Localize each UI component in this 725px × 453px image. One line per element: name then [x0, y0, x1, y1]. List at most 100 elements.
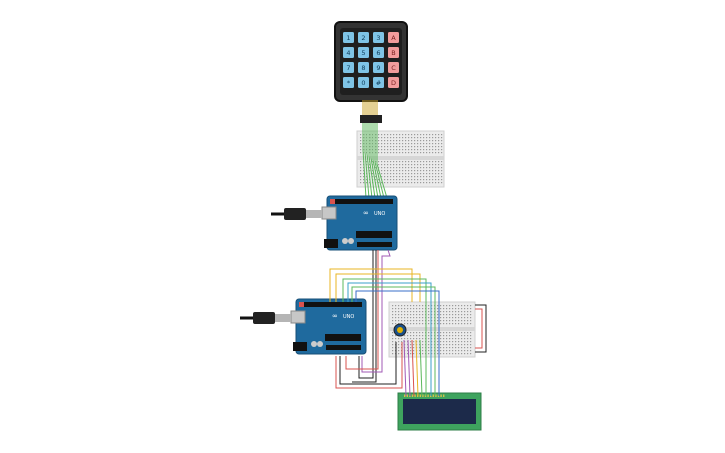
breadboard-hole[interactable]: [429, 182, 431, 184]
breadboard-hole[interactable]: [402, 134, 404, 136]
breadboard-hole[interactable]: [360, 176, 362, 178]
breadboard-hole[interactable]: [384, 146, 386, 148]
breadboard-hole[interactable]: [470, 353, 472, 355]
breadboard-hole[interactable]: [411, 134, 413, 136]
breadboard-hole[interactable]: [435, 137, 437, 139]
breadboard-hole[interactable]: [419, 314, 421, 316]
breadboard-hole[interactable]: [452, 350, 454, 352]
breadboard-hole[interactable]: [369, 182, 371, 184]
keypad-key[interactable]: [373, 77, 384, 88]
breadboard-hole[interactable]: [426, 134, 428, 136]
breadboard-hole[interactable]: [396, 134, 398, 136]
breadboard-hole[interactable]: [398, 320, 400, 322]
breadboard-hole[interactable]: [399, 179, 401, 181]
breadboard-hole[interactable]: [410, 350, 412, 352]
breadboard-hole[interactable]: [398, 314, 400, 316]
breadboard-hole[interactable]: [360, 182, 362, 184]
breadboard-hole[interactable]: [440, 335, 442, 337]
breadboard-hole[interactable]: [435, 173, 437, 175]
breadboard-hole[interactable]: [419, 338, 421, 340]
breadboard-hole[interactable]: [470, 338, 472, 340]
breadboard-hole[interactable]: [464, 341, 466, 343]
breadboard-hole[interactable]: [446, 314, 448, 316]
breadboard-hole[interactable]: [408, 140, 410, 142]
keypad-key[interactable]: [373, 47, 384, 58]
breadboard-hole[interactable]: [443, 323, 445, 325]
breadboard-hole[interactable]: [410, 305, 412, 307]
breadboard-hole[interactable]: [426, 179, 428, 181]
breadboard-hole[interactable]: [411, 149, 413, 151]
breadboard-hole[interactable]: [378, 134, 380, 136]
arduino-uno-bottom[interactable]: ∞ UNO: [290, 298, 367, 355]
breadboard-hole[interactable]: [366, 179, 368, 181]
breadboard-hole[interactable]: [461, 314, 463, 316]
breadboard-hole[interactable]: [449, 323, 451, 325]
breadboard-hole[interactable]: [402, 143, 404, 145]
breadboard-hole[interactable]: [413, 347, 415, 349]
breadboard-hole[interactable]: [449, 344, 451, 346]
breadboard-hole[interactable]: [422, 314, 424, 316]
breadboard-hole[interactable]: [392, 323, 394, 325]
breadboard-hole[interactable]: [467, 317, 469, 319]
keypad-key[interactable]: [388, 32, 399, 43]
breadboard-hole[interactable]: [419, 317, 421, 319]
breadboard-hole[interactable]: [432, 161, 434, 163]
breadboard-hole[interactable]: [441, 164, 443, 166]
breadboard-hole[interactable]: [416, 317, 418, 319]
breadboard-hole[interactable]: [438, 173, 440, 175]
breadboard-hole[interactable]: [407, 317, 409, 319]
breadboard-hole[interactable]: [443, 311, 445, 313]
breadboard-hole[interactable]: [443, 347, 445, 349]
breadboard-hole[interactable]: [413, 308, 415, 310]
breadboard-hole[interactable]: [422, 308, 424, 310]
keypad-key[interactable]: [373, 32, 384, 43]
breadboard-hole[interactable]: [455, 305, 457, 307]
breadboard-hole[interactable]: [431, 353, 433, 355]
breadboard-hole[interactable]: [399, 167, 401, 169]
breadboard-hole[interactable]: [464, 311, 466, 313]
breadboard-hole[interactable]: [431, 347, 433, 349]
breadboard-hole[interactable]: [414, 179, 416, 181]
breadboard-hole[interactable]: [441, 161, 443, 163]
breadboard-hole[interactable]: [470, 320, 472, 322]
breadboard-hole[interactable]: [392, 314, 394, 316]
breadboard-hole[interactable]: [375, 161, 377, 163]
breadboard-hole[interactable]: [396, 152, 398, 154]
breadboard-hole[interactable]: [441, 182, 443, 184]
breadboard-hole[interactable]: [461, 323, 463, 325]
lcd-pin[interactable]: [414, 394, 416, 398]
breadboard-hole[interactable]: [378, 182, 380, 184]
breadboard-hole[interactable]: [408, 170, 410, 172]
breadboard-hole[interactable]: [413, 338, 415, 340]
breadboard-hole[interactable]: [390, 137, 392, 139]
breadboard-hole[interactable]: [390, 161, 392, 163]
breadboard-hole[interactable]: [392, 335, 394, 337]
breadboard-hole[interactable]: [437, 335, 439, 337]
breadboard-hole[interactable]: [458, 338, 460, 340]
breadboard-hole[interactable]: [470, 314, 472, 316]
breadboard-hole[interactable]: [375, 143, 377, 145]
breadboard-hole[interactable]: [393, 167, 395, 169]
breadboard-hole[interactable]: [455, 338, 457, 340]
keypad-key[interactable]: [343, 62, 354, 73]
breadboard-hole[interactable]: [402, 167, 404, 169]
breadboard-hole[interactable]: [435, 167, 437, 169]
breadboard-hole[interactable]: [432, 137, 434, 139]
breadboard-hole[interactable]: [441, 137, 443, 139]
breadboard-hole[interactable]: [369, 137, 371, 139]
breadboard-hole[interactable]: [402, 179, 404, 181]
breadboard-hole[interactable]: [384, 167, 386, 169]
breadboard-hole[interactable]: [464, 338, 466, 340]
breadboard-hole[interactable]: [470, 332, 472, 334]
breadboard-hole[interactable]: [414, 182, 416, 184]
breadboard-hole[interactable]: [414, 143, 416, 145]
arduino-uno-top[interactable]: ∞ UNO: [321, 195, 398, 251]
breadboard-hole[interactable]: [404, 308, 406, 310]
breadboard-hole[interactable]: [399, 143, 401, 145]
breadboard-hole[interactable]: [416, 314, 418, 316]
breadboard-hole[interactable]: [464, 350, 466, 352]
breadboard-hole[interactable]: [387, 161, 389, 163]
breadboard-hole[interactable]: [384, 176, 386, 178]
breadboard-hole[interactable]: [395, 314, 397, 316]
breadboard-hole[interactable]: [407, 320, 409, 322]
